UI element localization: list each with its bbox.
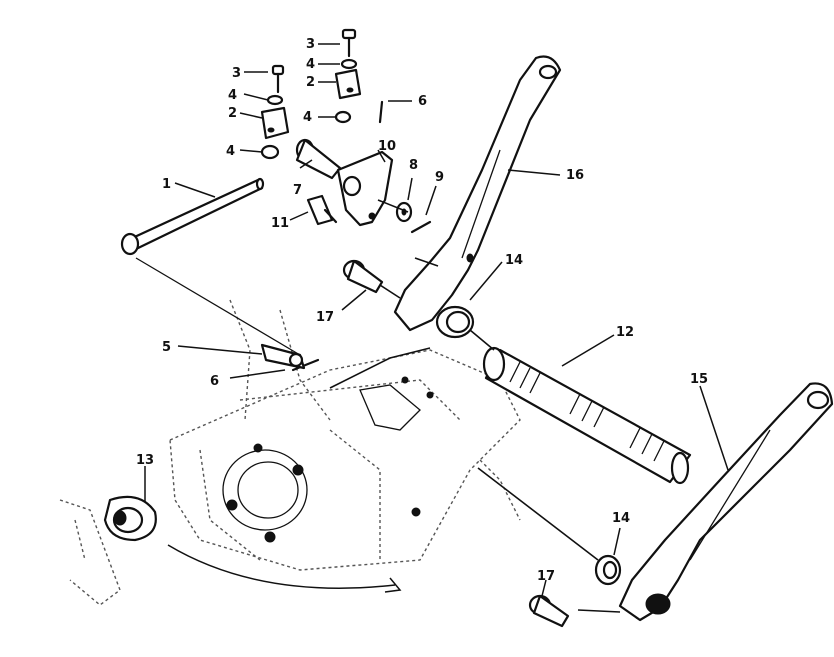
part-17-bolt-lower [528,579,570,628]
part-11-bolt [289,194,338,226]
callout-5: 5 [162,340,171,355]
callout-3: 3 [306,37,315,52]
callout-17: 17 [316,310,334,325]
callout-13: 13 [136,453,154,468]
part-12-splined-shaft [482,334,692,485]
part-7-shaft [295,138,342,180]
part-15-lift-arm [618,382,834,622]
callout-11: 11 [271,216,289,231]
bolt-bracket-assembly-right [318,28,362,100]
callout-12: 12 [616,325,634,340]
callout-17: 17 [537,569,555,584]
part-9-pin [410,185,437,234]
callout-3: 3 [232,66,241,81]
callout-4: 4 [226,144,235,159]
gearbox-housing [59,299,521,606]
bolt-bracket-assembly-left [239,64,352,160]
callout-14: 14 [612,511,630,526]
part-10-lever-plate [336,149,394,227]
callout-1: 1 [162,177,171,192]
part-5-linkage [177,343,306,370]
callout-6: 6 [418,94,427,109]
callout-15: 15 [690,372,708,387]
part-1-rod [120,177,301,356]
part-17-bolt-upper [341,259,384,311]
alignment-lines [329,199,621,613]
part-8-washer [395,177,413,223]
callout-2: 2 [306,75,315,90]
callout-4: 4 [303,110,312,125]
part-14-bushing-upper [435,261,503,339]
callout-6: 6 [210,374,219,389]
callout-4: 4 [228,88,237,103]
callout-8: 8 [409,158,418,173]
callout-10: 10 [378,139,396,154]
callout-16: 16 [566,168,584,183]
part-14-bushing-lower [594,527,622,586]
part-16-lift-arm [393,55,562,332]
callout-labels: 1 2 2 3 3 4 4 4 4 5 6 6 7 8 9 10 11 12 1… [136,37,708,584]
callout-2: 2 [228,106,237,121]
callout-7: 7 [293,183,302,198]
part-6-pins [229,100,412,379]
part-13-seal [103,466,157,542]
callout-14: 14 [505,253,523,268]
callout-9: 9 [435,170,444,185]
callout-4: 4 [306,57,315,72]
